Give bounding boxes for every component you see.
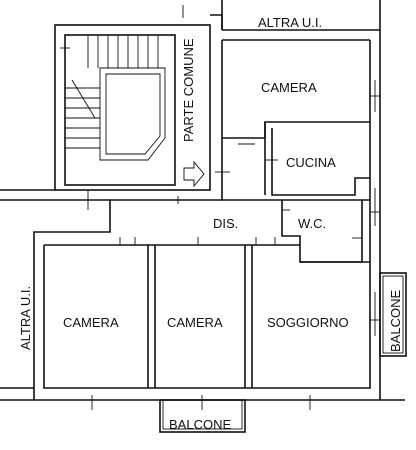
- label-altra-ui-top: ALTRA U.I.: [258, 15, 322, 30]
- label-parte-comune: PARTE COMUNE: [181, 38, 196, 142]
- label-camera-middle: CAMERA: [167, 315, 223, 330]
- label-dis: DIS.: [213, 216, 238, 231]
- label-altra-ui-left: ALTRA U.I.: [18, 286, 33, 350]
- label-wc: W.C.: [298, 216, 326, 231]
- label-balcone-bottom: BALCONE: [169, 417, 231, 432]
- label-balcone-right: BALCONE: [388, 290, 403, 352]
- stair-treads: [65, 35, 159, 149]
- balconies: [159, 272, 407, 433]
- label-camera-top: CAMERA: [261, 80, 317, 95]
- interior-walls: [44, 121, 370, 388]
- doors-windows: [54, 5, 380, 410]
- label-cucina: CUCINA: [286, 155, 336, 170]
- label-camera-left: CAMERA: [63, 315, 119, 330]
- staircase-area: [54, 24, 211, 191]
- label-soggiorno: SOGGIORNO: [267, 315, 349, 330]
- entrance-arrow-icon: [183, 160, 205, 188]
